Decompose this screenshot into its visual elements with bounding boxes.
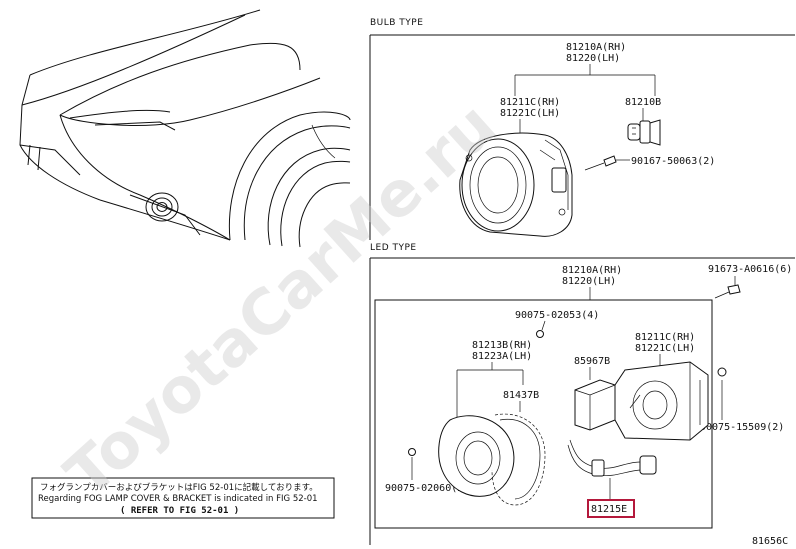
label-81210B: 81210B — [625, 97, 661, 108]
led-type-section: LED TYPE 81210A(RH) 81220(LH) 91673-A061… — [369, 243, 795, 545]
label-led-81221C-lh: 81221C(LH) — [635, 343, 695, 354]
fog-bulb — [627, 119, 661, 146]
label-85967B: 85967B — [574, 356, 610, 367]
label-81437B: 81437B — [503, 390, 539, 401]
label-81221C-lh: 81221C(LH) — [500, 108, 560, 119]
screw-icon — [584, 155, 617, 171]
reference-note: フォグランプカバーおよびブラケットはFIG 52-01に記載しております。 Re… — [31, 477, 335, 519]
label-led-81220-lh: 81220(LH) — [562, 276, 616, 287]
section-title-led: LED TYPE — [370, 243, 417, 253]
label-led-81210A-rh: 81210A(RH) — [562, 265, 622, 276]
bolt-icon — [714, 284, 741, 299]
label-led-81211C-rh: 81211C(RH) — [635, 332, 695, 343]
label-90075-02060: 90075-02060(2) — [385, 483, 469, 494]
note-line-ref: ( REFER TO FIG 52-01 ) — [120, 506, 239, 516]
label-81220-lh: 81220(LH) — [566, 53, 620, 64]
highlight-box-81215E — [587, 499, 635, 518]
led-assembly-frame — [374, 299, 713, 529]
fog-lamp-unit-led — [614, 361, 709, 441]
label-81223A-lh: 81223A(LH) — [472, 351, 532, 362]
label-90167-50063: 90167-50063(2) — [631, 156, 715, 167]
label-81215E: 81215E — [591, 504, 627, 515]
car-front-illustration — [19, 9, 351, 248]
screw-icon — [408, 448, 416, 456]
label-81210A-rh: 81210A(RH) — [566, 42, 626, 53]
fog-lamp-gasket — [491, 413, 546, 506]
screw-icon — [536, 330, 544, 338]
label-90075-02053: 90075-02053(4) — [515, 310, 599, 321]
fog-lamp-cover — [438, 415, 515, 497]
label-81211C-rh: 81211C(RH) — [500, 97, 560, 108]
label-91673-A0616: 91673-A0616(6) — [708, 264, 792, 275]
label-90075-15509: 90075-15509(2) — [700, 422, 784, 433]
fog-lamp-unit-bulb — [459, 132, 573, 237]
note-line-jp: フォグランプカバーおよびブラケットはFIG 52-01に記載しております。 — [40, 482, 318, 493]
diagram-code: 81656C — [752, 536, 788, 547]
label-81213B-rh: 81213B(RH) — [472, 340, 532, 351]
section-title-bulb: BULB TYPE — [370, 18, 423, 28]
screw-icon — [717, 367, 727, 377]
note-line-en: Regarding FOG LAMP COVER & BRACKET is in… — [38, 494, 318, 504]
bulb-type-section: BULB TYPE 81210A(RH) 81220(LH) 81211C(RH… — [369, 18, 795, 240]
led-module — [574, 379, 616, 431]
wire-harness — [567, 439, 657, 500]
